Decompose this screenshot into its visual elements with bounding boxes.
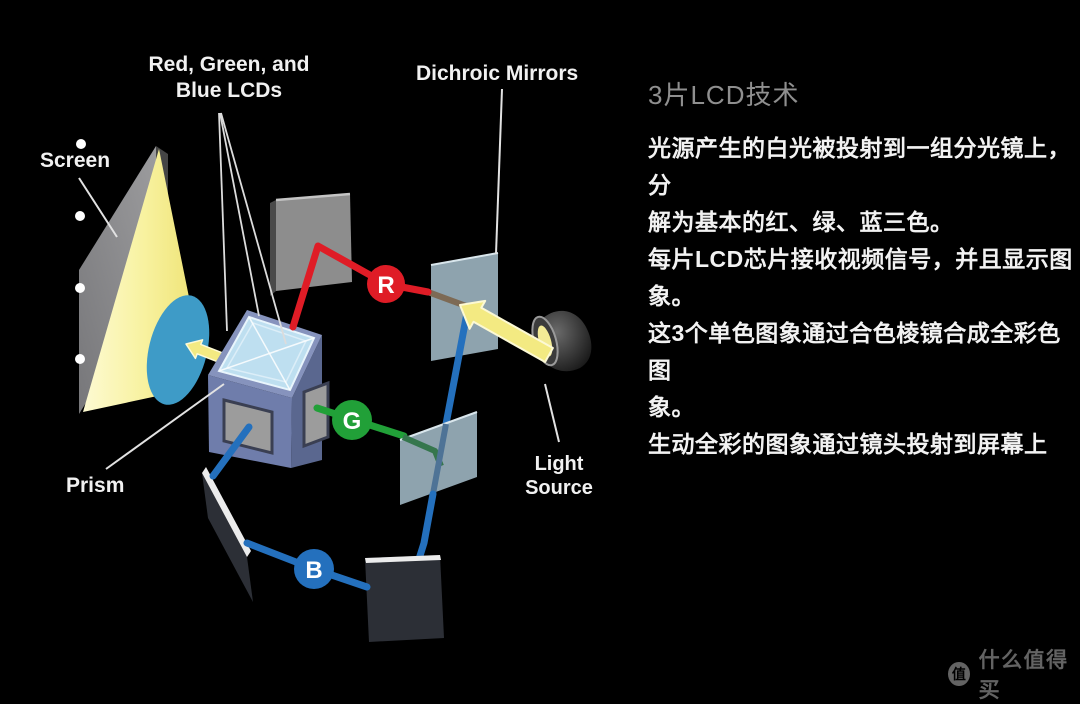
red-lcd-face xyxy=(276,194,352,291)
screen-dotted-line xyxy=(75,139,86,364)
light-source-label-line2: Source xyxy=(525,477,593,499)
green-lcd-panel xyxy=(302,380,330,449)
blue-beam-upper xyxy=(442,309,471,428)
red-node xyxy=(367,265,405,303)
lcds-label-line2: Blue LCDs xyxy=(176,79,282,102)
fold-mirror-right xyxy=(365,555,444,642)
panel-paragraph: 光源产生的白光被投射到一组分光镜上，分 解为基本的红、绿、蓝三色。 xyxy=(648,135,1071,235)
dichroic-label: Dichroic Mirrors xyxy=(416,62,578,85)
blue-beam-through-mirror xyxy=(430,423,449,495)
dichroic-mirror-1-edge xyxy=(430,252,499,266)
prism-glass-diagonal xyxy=(218,337,315,372)
red-beam-through-mirror xyxy=(426,289,468,309)
blue-node xyxy=(294,549,334,589)
red-beam-path xyxy=(289,242,432,331)
screen-label: Screen xyxy=(40,149,110,172)
explanation-panel: 3片LCD技术 光源产生的白光被投射到一组分光镜上，分 解为基本的红、绿、蓝三色… xyxy=(648,80,1080,463)
panel-title: 3片LCD技术 xyxy=(648,80,800,110)
fold-mirror-left xyxy=(202,467,253,602)
white-light-arrow xyxy=(459,299,554,363)
fold-mirror-right-body xyxy=(365,555,444,642)
dichroic-mirror-2-edge xyxy=(399,411,478,441)
blue-beam-to-prism xyxy=(209,423,253,480)
light-source-pointer-line xyxy=(544,383,560,443)
fold-mirror-left-edge xyxy=(202,467,251,557)
blue-node-letter: B xyxy=(305,557,322,584)
red-node-letter: R xyxy=(377,272,394,299)
red-lcd-top-edge xyxy=(275,192,351,202)
smzdm-logo-char: 值 xyxy=(951,666,966,682)
light-source-label-line1: Light xyxy=(535,453,584,475)
screen xyxy=(79,146,156,414)
red-lcd-side xyxy=(270,200,276,296)
screen-pointer-line xyxy=(78,177,118,238)
panel-paragraph: 生动全彩的图象通过镜头投射到屏幕上 xyxy=(648,431,1048,457)
green-node-letter: G xyxy=(343,408,362,435)
blue-beam-mid xyxy=(415,490,437,563)
green-node xyxy=(332,400,372,440)
projection-lens xyxy=(146,295,210,405)
panel-paragraph: 每片LCD芯片接收视频信号，并且显示图 象。 xyxy=(648,246,1073,309)
fold-mirror-right-edge xyxy=(365,555,441,563)
lcd-pointer-lines xyxy=(218,112,287,345)
smzdm-watermark: 值 什么值得买 xyxy=(948,644,1080,704)
red-lcd-panel xyxy=(270,192,352,296)
panel-paragraph: 这3个单色图象通过合色棱镜合成全彩色图 象。 xyxy=(648,320,1061,420)
dichroic-pointer-line xyxy=(495,88,503,255)
lcds-label-line1: Red, Green, and xyxy=(148,53,309,76)
3lcd-diagram: Screen Prism Red, Green, and Blue LCDs D… xyxy=(40,53,593,642)
smzdm-watermark-text: 什么值得买 xyxy=(978,649,1069,702)
prism-pointer-line xyxy=(105,383,225,470)
fold-mirror-left-body xyxy=(202,473,253,602)
prism-label: Prism xyxy=(66,474,124,497)
smzdm-logo-icon: 值 xyxy=(948,662,970,686)
